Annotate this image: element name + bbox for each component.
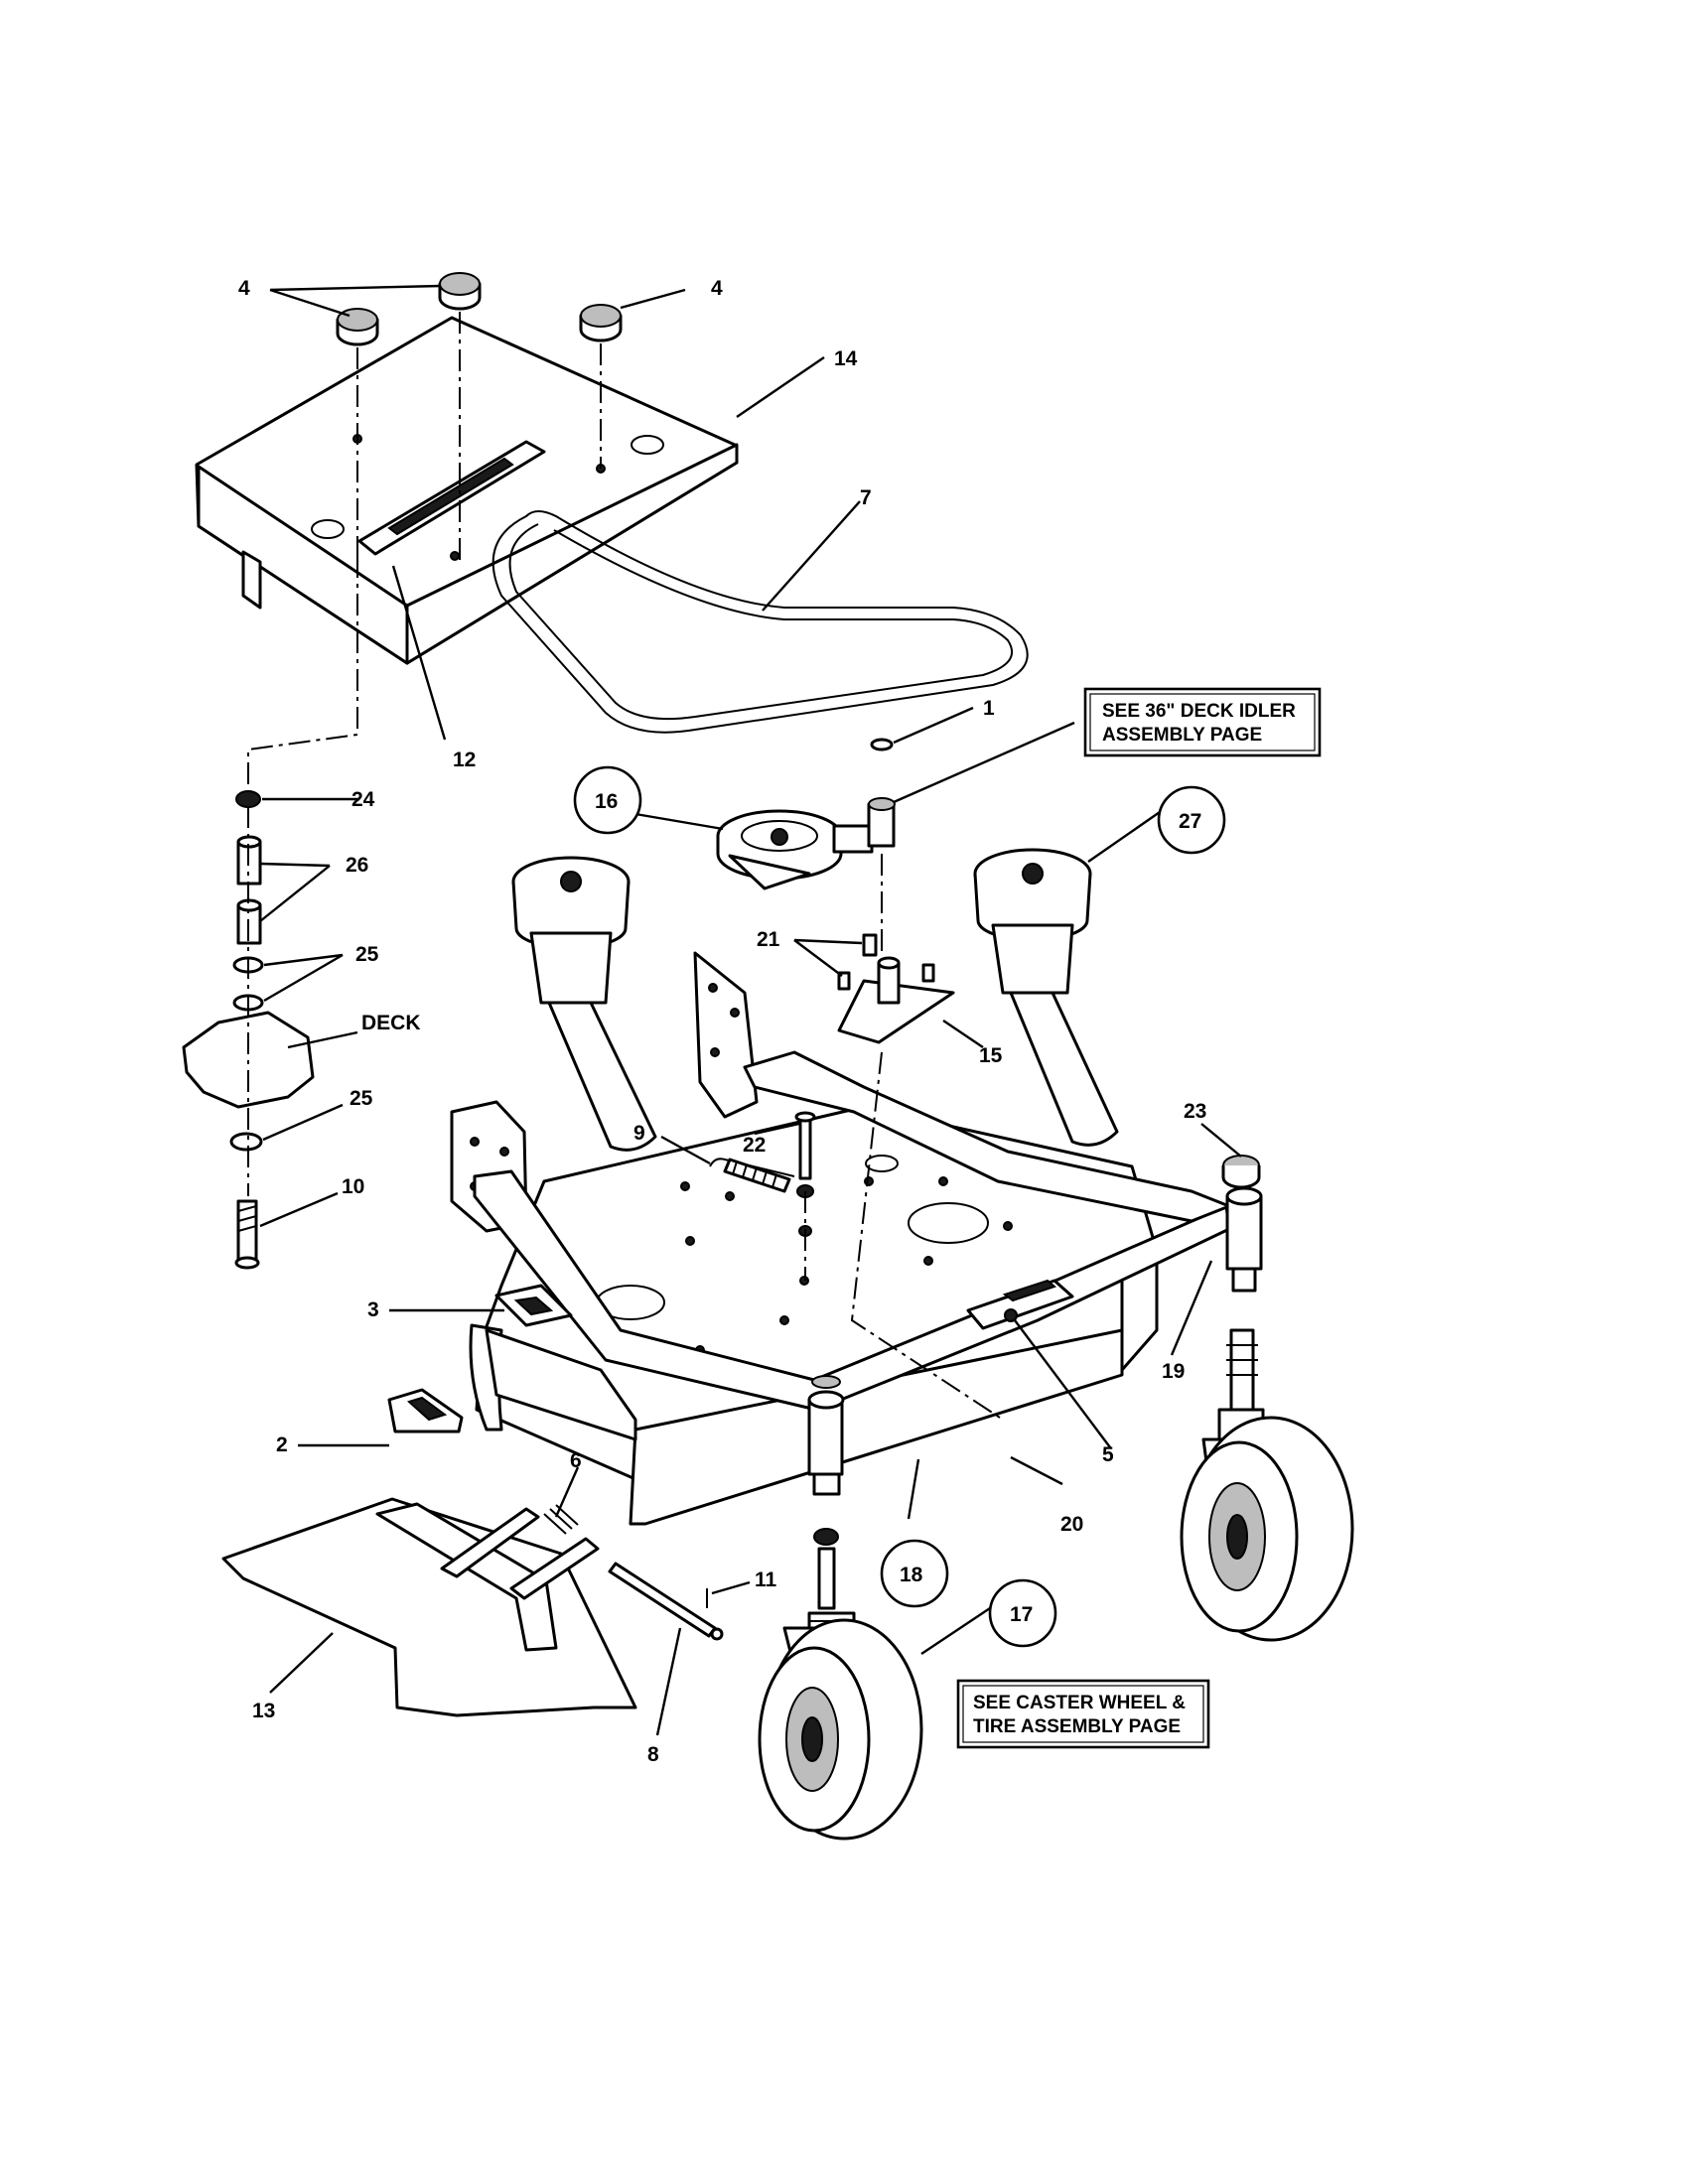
idler-bracket (837, 956, 955, 1044)
callout-9: 9 (633, 1122, 645, 1145)
deflector-spring (543, 1504, 579, 1535)
caster-wheel-left (758, 1547, 923, 1841)
callout-11: 11 (755, 1569, 777, 1591)
discharge-deflector (221, 1497, 637, 1717)
knob-middle (438, 272, 482, 311)
callout-4-left: 4 (238, 277, 250, 300)
caster-pivot-left (807, 1375, 845, 1546)
callout-8: 8 (647, 1743, 659, 1766)
callout-16: 16 (595, 790, 618, 813)
caster-note-line1: SEE CASTER WHEEL & (973, 1693, 1186, 1713)
leader-lines (259, 284, 1242, 1736)
callout-circle-16 (573, 765, 642, 835)
decal-right (966, 1279, 1074, 1330)
idler-note-line1: SEE 36" DECK IDLER (1102, 701, 1296, 722)
decal-left (494, 1284, 573, 1327)
callout-3: 3 (367, 1298, 379, 1321)
callout-10: 10 (342, 1175, 364, 1198)
spindle-left (511, 856, 657, 1152)
drive-belt (491, 510, 1029, 734)
callout-1: 1 (983, 697, 995, 720)
callout-circle-27 (1157, 785, 1226, 855)
tension-spring (709, 1158, 795, 1193)
callout-21: 21 (757, 928, 780, 951)
decal-plate (357, 440, 546, 556)
callout-7: 7 (860, 486, 872, 509)
decal-2 (387, 1388, 464, 1433)
caster-wheel-right (1180, 1328, 1354, 1642)
callout-circle-18 (880, 1539, 949, 1608)
callout-14: 14 (834, 347, 858, 370)
callout-20: 20 (1060, 1513, 1083, 1536)
caster-pivot-right (1221, 1155, 1263, 1293)
side-plate-right (693, 951, 759, 1119)
idler-note-line2: ASSEMBLY PAGE (1102, 725, 1262, 746)
callout-26: 26 (346, 854, 368, 877)
deck-shell (469, 1105, 1159, 1526)
bolts-21 (837, 933, 935, 991)
idler-note-box: SEE 36" DECK IDLER ASSEMBLY PAGE (1083, 687, 1322, 757)
callout-deck: DECK (361, 1012, 421, 1034)
spindle-right (973, 848, 1119, 1147)
callout-24: 24 (351, 788, 375, 811)
callout-25-upper: 25 (355, 943, 379, 966)
callout-circle-17 (988, 1578, 1057, 1648)
callout-5: 5 (1102, 1443, 1114, 1466)
callout-18: 18 (900, 1564, 923, 1586)
callout-15: 15 (979, 1044, 1003, 1067)
idler-pulley-assembly (716, 738, 896, 890)
callout-22: 22 (743, 1134, 766, 1157)
callout-25-lower: 25 (350, 1087, 373, 1110)
callout-23: 23 (1184, 1100, 1206, 1123)
caster-note-box: SEE CASTER WHEEL & TIRE ASSEMBLY PAGE (956, 1679, 1210, 1749)
callout-6: 6 (570, 1449, 582, 1472)
callout-13: 13 (252, 1700, 275, 1722)
caster-note-line2: TIRE ASSEMBLY PAGE (973, 1716, 1181, 1737)
callout-27: 27 (1179, 810, 1201, 833)
deflector-rod (608, 1562, 724, 1641)
callout-2: 2 (276, 1433, 288, 1456)
callout-17: 17 (1010, 1603, 1033, 1626)
callout-12: 12 (453, 749, 476, 771)
callout-19: 19 (1162, 1360, 1185, 1383)
knob-right (579, 304, 623, 342)
callout-4-right: 4 (711, 277, 723, 300)
